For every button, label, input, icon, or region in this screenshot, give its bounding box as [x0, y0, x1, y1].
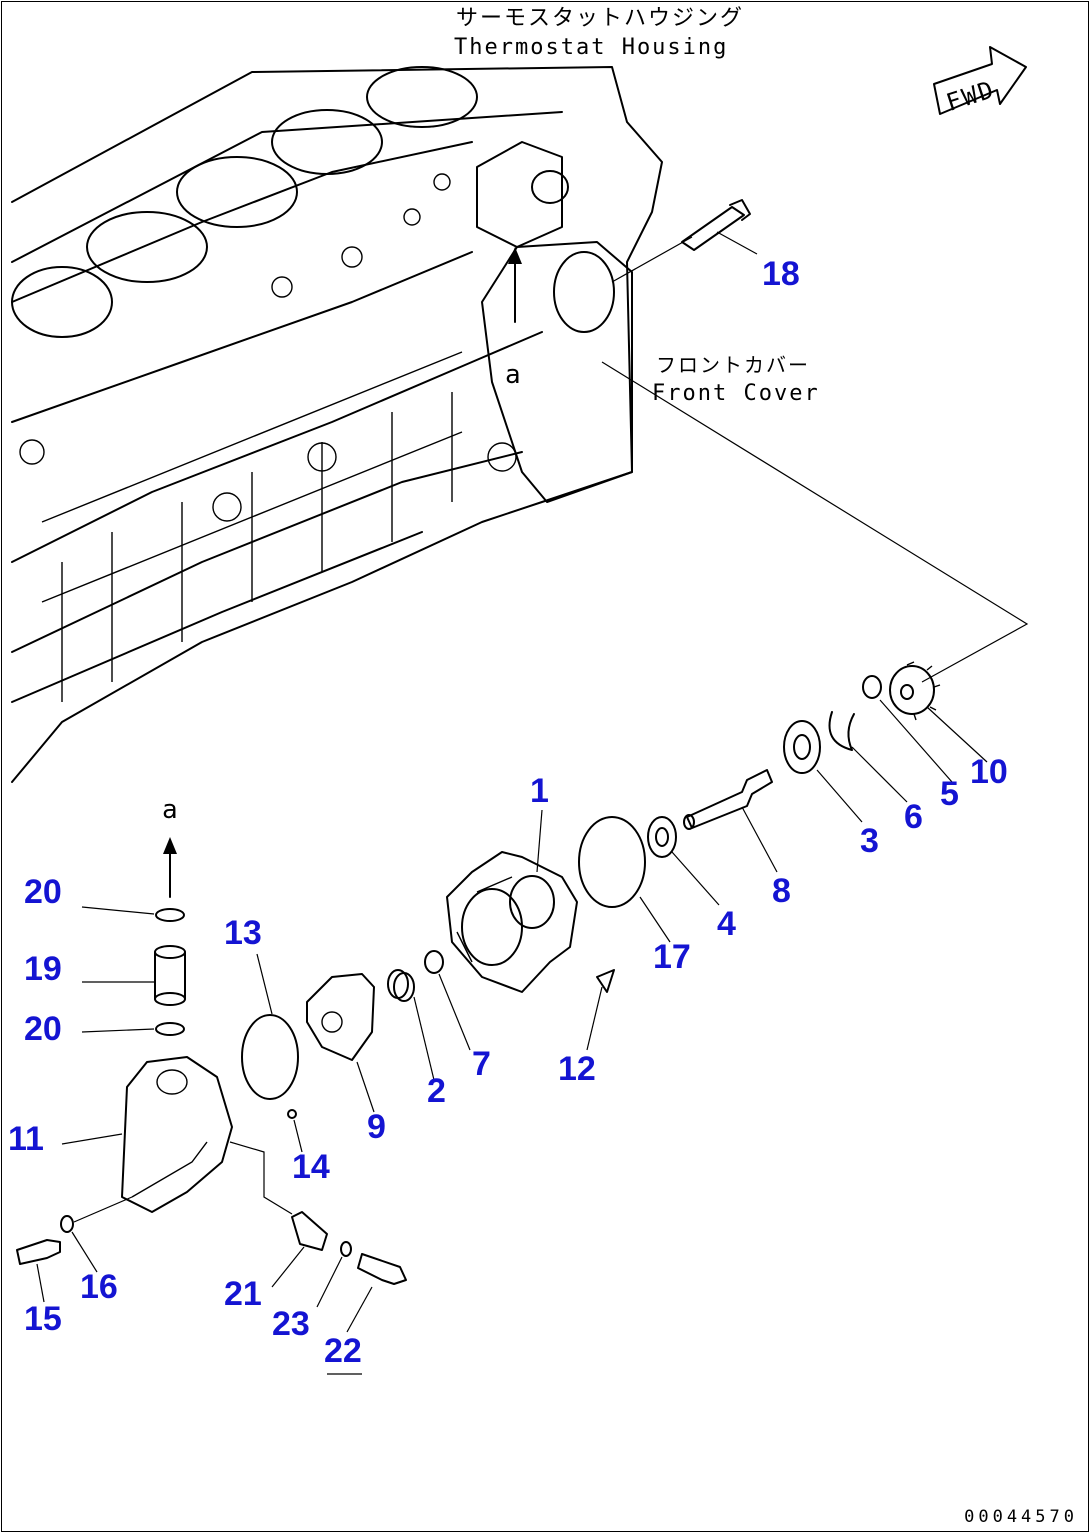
ball-14 [287, 1109, 297, 1119]
callout-22[interactable]: 22 [324, 1332, 362, 1370]
bolt-22 [357, 1253, 407, 1285]
gear-10 [889, 661, 941, 721]
washer-16 [60, 1215, 74, 1233]
fwd-arrow [933, 46, 1027, 115]
washer-23 [340, 1241, 352, 1257]
leader-front-cover-gear [601, 361, 1029, 683]
front-cover-label-jp: フロントカバー [656, 353, 810, 377]
callout-10[interactable]: 10 [970, 753, 1008, 791]
thermostat-housing-label-jp: サーモスタットハウジング [456, 6, 745, 31]
callout-17[interactable]: 17 [653, 938, 691, 976]
callout-20-lower[interactable]: 20 [24, 1010, 62, 1048]
reference-a-block: a [505, 360, 521, 390]
callout-1[interactable]: 1 [530, 772, 549, 810]
pump-body-1 [446, 851, 578, 993]
callout-6[interactable]: 6 [904, 798, 923, 836]
callout-leaders [36, 699, 988, 1375]
callout-18[interactable]: 18 [762, 255, 800, 293]
leader-bolt-18 [611, 231, 758, 283]
bolt-15 [16, 1239, 61, 1265]
callout-20-upper[interactable]: 20 [24, 873, 62, 911]
seal-7 [424, 950, 444, 974]
callout-11[interactable]: 11 [8, 1120, 44, 1158]
reference-a-pipe: a [162, 795, 178, 825]
bolt-18 [681, 199, 751, 251]
callout-9[interactable]: 9 [367, 1108, 386, 1146]
callout-2[interactable]: 2 [427, 1072, 446, 1110]
callout-8[interactable]: 8 [772, 872, 791, 910]
callout-14[interactable]: 14 [292, 1148, 330, 1186]
o-ring-17 [578, 816, 646, 908]
thermostat-housing-label-en: Thermostat Housing [454, 35, 729, 60]
o-ring-20-lower [155, 1022, 185, 1036]
nut-5 [862, 675, 882, 699]
callout-13[interactable]: 13 [224, 914, 262, 952]
document-number: 00044570 [964, 1507, 1078, 1527]
impeller-9 [306, 973, 375, 1061]
callout-23[interactable]: 23 [272, 1305, 310, 1343]
callout-4[interactable]: 4 [717, 905, 736, 943]
bracket-21 [291, 1211, 328, 1251]
callout-16[interactable]: 16 [80, 1268, 118, 1306]
shaft-8 [683, 769, 773, 830]
callout-15[interactable]: 15 [24, 1300, 62, 1338]
front-cover-label-en: Front Cover [652, 381, 820, 406]
cover-11 [121, 1056, 233, 1213]
bearing-4 [647, 816, 677, 858]
callout-5[interactable]: 5 [940, 775, 959, 813]
pipe-19 [154, 945, 186, 1006]
callout-21[interactable]: 21 [224, 1275, 262, 1313]
callout-3[interactable]: 3 [860, 822, 879, 860]
key-6 [828, 711, 855, 751]
o-ring-20-upper [155, 908, 185, 922]
o-ring-13 [241, 1014, 299, 1100]
callout-12[interactable]: 12 [558, 1050, 596, 1088]
bearing-3 [783, 720, 821, 774]
callout-19[interactable]: 19 [24, 950, 62, 988]
engine-block [11, 66, 663, 783]
plug-12 [596, 969, 615, 993]
callout-7[interactable]: 7 [472, 1045, 491, 1083]
seal-2 [387, 969, 415, 1002]
